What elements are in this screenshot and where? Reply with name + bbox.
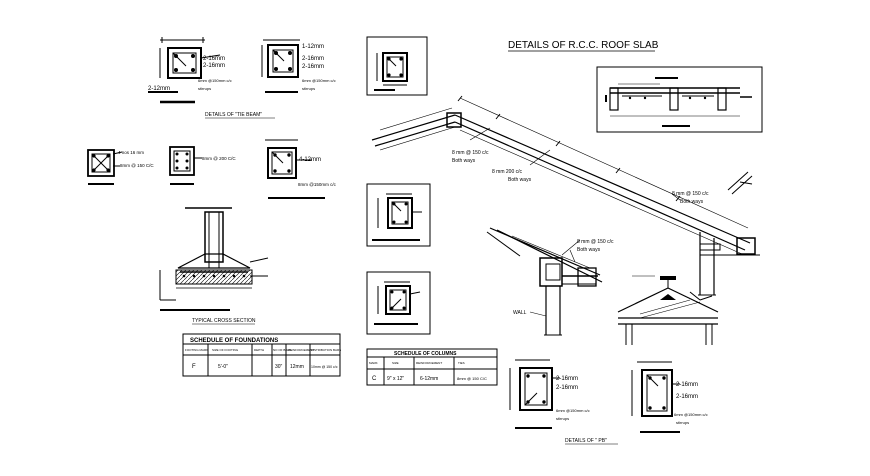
foundation-cell-1: 5'-0" (218, 364, 228, 370)
column-header-0: MARK (369, 361, 378, 365)
wall-label: WALL (513, 310, 527, 316)
column-b-ties: 8mm @ 200 C/C (202, 156, 236, 161)
foundation-cell-5: 10mm @ 150 c/c (311, 365, 338, 369)
pb-section-1: 2-16mm 2-16mm 6mm @150mm c/c stirrups (509, 359, 590, 429)
tie-beam-section-2: 1-12mm 2-16mm 2-16mm 6mm @150mm c/c stir… (261, 39, 336, 93)
tie-beam-stirrup-word-1: stirrups (198, 86, 211, 91)
column-section-a: 4 nos 16 mm 8mm @ 150 C/C (87, 149, 154, 185)
tie-beam-label-1: 2-16mm (203, 56, 225, 62)
tie-beam-stirrup-1: 6mm @150mm c/c (198, 78, 232, 83)
slab-note-3: 8 mm @ 150 c/c (672, 191, 709, 197)
tie-beam-label-3: 2-12mm (148, 86, 170, 92)
roof-slab-drawing: 8 mm @ 150 c/c Both ways 8 mm 200 c/c Bo… (371, 95, 760, 296)
tie-beam-label-2: 2-16mm (203, 63, 225, 69)
foundation-cell-0: F (192, 364, 196, 370)
column-cell-1: 9" x 12" (387, 376, 404, 382)
slab-note-1b: Both ways (452, 158, 476, 164)
foundation-cell-3: 30" (275, 364, 283, 370)
pb-label-4: 2-16mm (676, 394, 698, 400)
boxed-column-detail-2 (366, 271, 431, 335)
footing-section: TYPICAL CROSS SECTION (159, 207, 269, 325)
slab-note-2: 8 mm 200 c/c (492, 169, 523, 175)
slab-note-4: 8 mm @ 150 c/c (577, 239, 614, 245)
column-cell-0: C (372, 376, 377, 382)
slab-note-1: 8 mm @ 150 c/c (452, 150, 489, 156)
tie-beam-section-1: 2-16mm 2-16mm 2-12mm 6mm @150mm c/c stir… (148, 37, 232, 104)
footing-caption: TYPICAL CROSS SECTION (192, 318, 256, 324)
column-header-3: TIES (458, 361, 465, 365)
column-c-bars: 4-12mm (299, 157, 321, 163)
column-cell-2: 6-12mm (420, 376, 438, 382)
foundation-table-title: SCHEDULE OF FOUNDATIONS (190, 338, 278, 344)
tie-beam-stirrup-word-2: stirrups (302, 86, 315, 91)
column-section-b: 8mm @ 200 C/C (169, 146, 236, 185)
tie-beam-label-4: 1-12mm (302, 44, 324, 50)
foundation-header-4: REINFORCEMENT (288, 348, 314, 352)
pb-stirrup-word-1: stirrups (556, 416, 569, 421)
slab-note-3b: Both ways (680, 199, 704, 205)
tie-beam-caption: DETAILS OF "TIE BEAM" (205, 112, 262, 118)
pb-section-2: 2-16mm 2-16mm 6mm @150mm c/c stirrups (631, 361, 708, 433)
pb-stirrup-2: 6mm @150mm c/c (674, 412, 708, 417)
column-a-bars: 4 nos 16 mm (118, 150, 144, 155)
pb-label-1: 2-16mm (556, 376, 578, 382)
column-cell-3: 8mm @ 150 C/C (457, 376, 487, 381)
foundation-header-0: FOOTING MARK (185, 348, 208, 352)
column-header-2: REINFORCEMENT (416, 361, 442, 365)
pb-caption: DETAILS OF " PB" (565, 438, 607, 444)
boxed-column-detail-1 (366, 183, 431, 247)
foundation-cell-4: 12mm (290, 364, 304, 370)
tie-beam-label-6: 2-16mm (302, 64, 324, 70)
column-header-1: SIZE (392, 361, 399, 365)
pb-stirrup-1: 6mm @150mm c/c (556, 408, 590, 413)
foundation-header-1: SIZE OF FOOTING (212, 348, 239, 352)
roof-frame-elevation (617, 275, 719, 345)
pb-stirrup-word-2: stirrups (676, 420, 689, 425)
boxed-beam-detail-top (366, 36, 428, 96)
column-section-c: 4-12mm 8mm @150mm c/c (265, 139, 337, 199)
column-table-title: SCHEDULE OF COLUMNS (394, 351, 457, 357)
main-title: DETAILS OF R.C.C. ROOF SLAB (508, 40, 659, 51)
foundation-header-5: DISTRIBUTION BARS (311, 348, 341, 352)
foundation-schedule-table: SCHEDULE OF FOUNDATIONS FOOTING MARK SIZ… (182, 333, 341, 377)
foundation-header-2: DEPTH (254, 348, 264, 352)
foundation-header-3: NO OF BARS (273, 348, 292, 352)
column-c-ties: 8mm @150mm c/c (298, 182, 337, 187)
pb-label-3: 2-16mm (676, 382, 698, 388)
pb-label-2: 2-16mm (556, 385, 578, 391)
eaves-wall-detail: WALL 8 mm @ 150 c/c Both ways (486, 227, 614, 336)
tie-beam-label-5: 2-16mm (302, 56, 324, 62)
column-a-ties: 8mm @ 150 C/C (120, 163, 154, 168)
slab-note-4b: Both ways (577, 247, 601, 253)
slab-section-detail (596, 66, 763, 133)
tie-beam-stirrup-2: 6mm @150mm c/c (302, 78, 336, 83)
column-schedule-table: SCHEDULE OF COLUMNS MARK SIZE REINFORCEM… (366, 348, 498, 386)
slab-note-2b: Both ways (508, 177, 532, 183)
